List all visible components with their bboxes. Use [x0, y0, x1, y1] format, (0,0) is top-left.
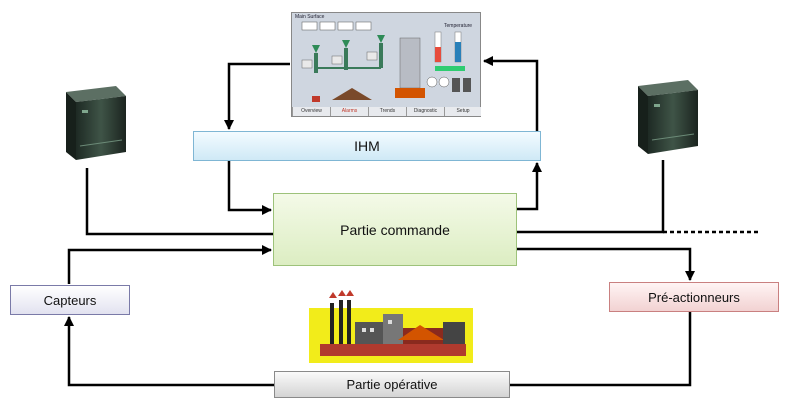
- line-left-server: [85, 168, 273, 236]
- hmi-process-graphic: Temperature: [301, 21, 472, 102]
- hmi-tab-5[interactable]: Setup: [444, 107, 481, 116]
- capteurs-box: Capteurs: [10, 285, 130, 315]
- pre-actionneurs-label: Pré-actionneurs: [648, 289, 740, 305]
- line-right-server: [517, 160, 665, 234]
- partie-commande-label: Partie commande: [340, 221, 450, 238]
- partie-operative-box: Partie opérative: [274, 371, 510, 398]
- hmi-tab-2[interactable]: Alarms: [330, 107, 368, 116]
- ihm-label: IHM: [354, 138, 380, 154]
- hmi-title: Main Surface: [295, 14, 325, 20]
- pre-actionneurs-box: Pré-actionneurs: [609, 282, 779, 312]
- server-right-icon: [638, 80, 698, 154]
- arrow-commande-to-ihm: [517, 162, 542, 211]
- hmi-tab-4[interactable]: Diagnostic: [406, 107, 444, 116]
- hmi-panel-label: Temperature: [444, 23, 472, 29]
- factory-icon: [309, 290, 473, 363]
- arrow-commande-to-preact: [517, 247, 695, 281]
- ihm-box: IHM: [193, 131, 541, 161]
- arrow-capteurs-to-commande: [67, 245, 272, 284]
- server-left-icon: [66, 86, 126, 160]
- hmi-tab-1[interactable]: Overview: [292, 107, 330, 116]
- arrow-operative-to-capteurs: [64, 316, 274, 387]
- partie-commande-box: Partie commande: [273, 193, 517, 266]
- capteurs-label: Capteurs: [43, 292, 97, 308]
- partie-operative-label: Partie opérative: [346, 377, 438, 392]
- arrow-ihm-to-commande: [227, 161, 272, 215]
- arrow-screen-to-ihm: [224, 62, 290, 130]
- hmi-screenshot: Main Surface Temperature Overview Alarms…: [291, 12, 481, 117]
- line-preact-to-operative: [510, 312, 692, 387]
- arrow-ihm-to-screen: [483, 56, 539, 131]
- hmi-tab-3[interactable]: Trends: [368, 107, 406, 116]
- connectors: [64, 56, 760, 387]
